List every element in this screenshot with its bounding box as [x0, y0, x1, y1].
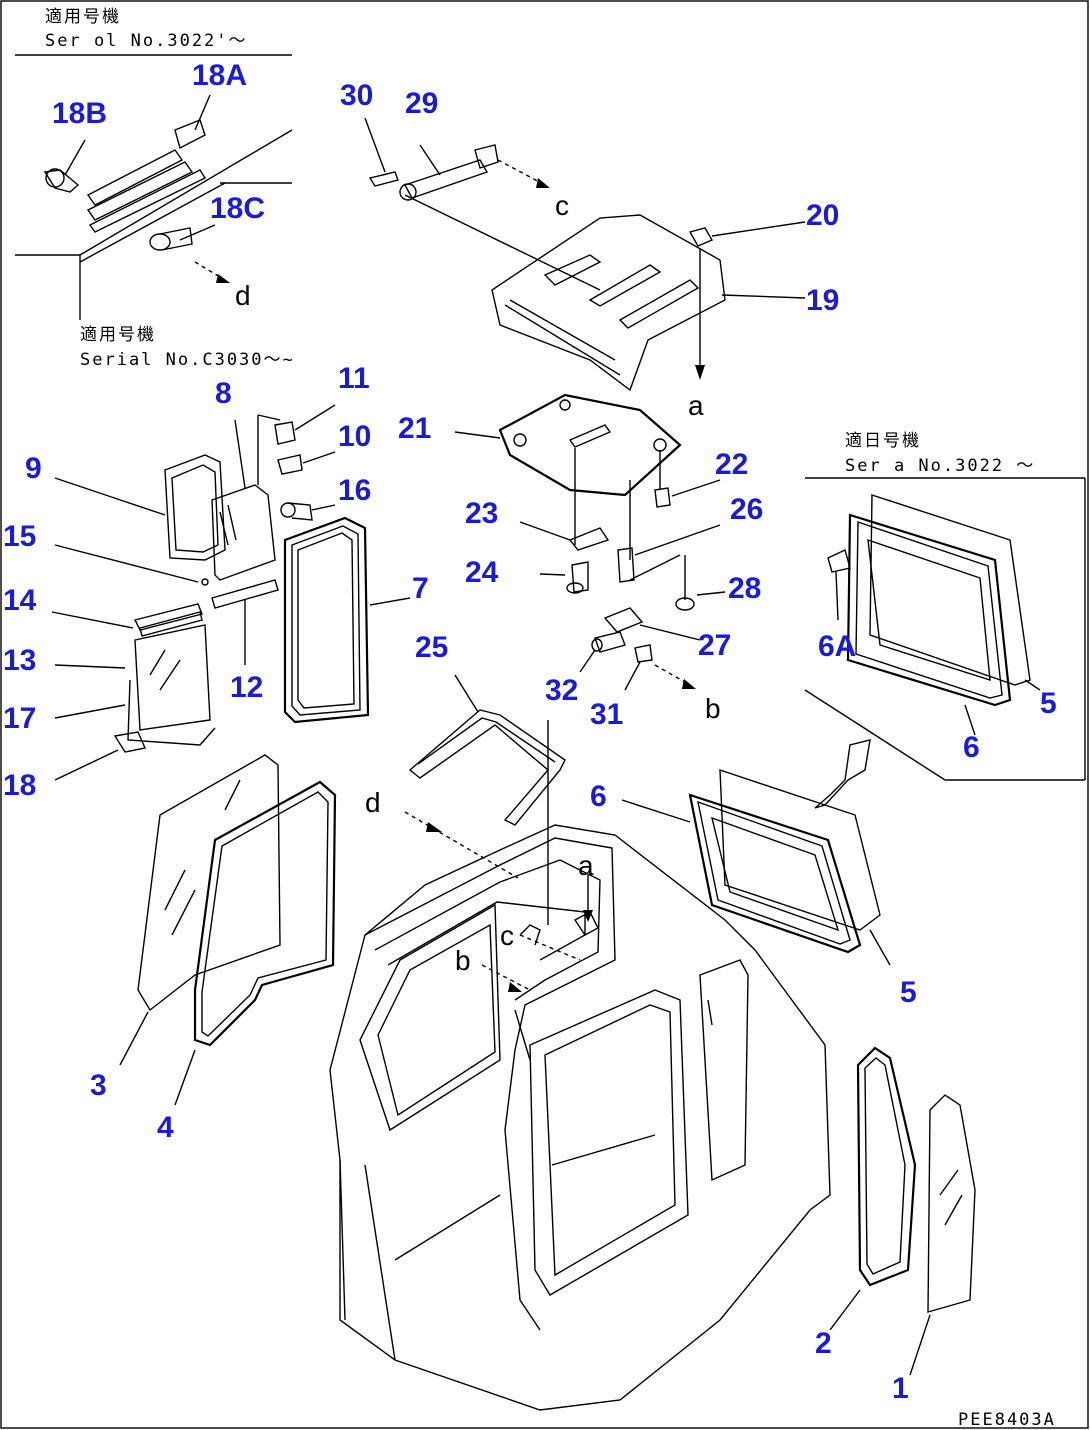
- label-23: 23: [465, 497, 498, 530]
- label-10: 10: [338, 420, 371, 453]
- inset-top-left: [15, 54, 293, 320]
- label-30: 30: [340, 79, 373, 112]
- rear-seal: [408, 674, 566, 925]
- label-28: 28: [728, 572, 761, 605]
- caption-serial-top-left: Ser ol No.3022'〜: [45, 31, 248, 51]
- ref-c-cab: c: [500, 920, 514, 951]
- inset-right: [804, 477, 1086, 781]
- label-8: 8: [215, 377, 232, 410]
- ref-a-cab: a: [578, 850, 594, 881]
- caption-serial-mid-left: Serial No.C3030〜~: [80, 350, 295, 370]
- label-4: 4: [157, 1111, 174, 1144]
- caption-serial-right-jp: 適日号機: [845, 431, 921, 451]
- left-window-parts: [51, 404, 411, 781]
- label-21: 21: [398, 412, 431, 445]
- ref-a-top: a: [688, 390, 704, 421]
- label-18B: 18B: [52, 97, 107, 130]
- label-6: 6: [590, 780, 607, 813]
- label-13: 13: [3, 644, 36, 677]
- cab-body: [329, 811, 831, 1411]
- label-1: 1: [892, 1372, 909, 1405]
- label-20: 20: [806, 199, 839, 232]
- label-6A: 6A: [818, 630, 856, 663]
- bracket-assembly: [454, 393, 726, 691]
- label-24: 24: [465, 556, 499, 589]
- label-16: 16: [338, 474, 371, 507]
- label-6-inset: 6: [963, 731, 980, 764]
- door-glass-parts: [829, 1046, 976, 1376]
- label-12: 12: [230, 671, 263, 704]
- drawing-code: PEE8403A: [958, 1410, 1056, 1430]
- label-29: 29: [405, 87, 438, 120]
- roof-cover-assembly: [364, 117, 806, 392]
- ref-d-inset: d: [235, 280, 251, 311]
- label-9: 9: [25, 452, 42, 485]
- label-14: 14: [3, 584, 37, 617]
- caption-serial-right: Ser a No.3022 〜: [845, 456, 1035, 476]
- label-18: 18: [3, 769, 36, 802]
- ref-b-cab: b: [455, 945, 471, 976]
- label-11: 11: [338, 362, 370, 395]
- side-window-parts: [621, 739, 891, 966]
- ref-d-cab: d: [365, 787, 381, 818]
- ref-b-top: b: [705, 693, 721, 724]
- label-22: 22: [715, 448, 748, 481]
- label-32: 32: [545, 674, 578, 707]
- label-25: 25: [415, 631, 448, 664]
- caption-serial-top-left-jp: 適用号機: [45, 7, 121, 27]
- caption-serial-mid-left-jp: 適用号機: [80, 325, 156, 345]
- label-26: 26: [730, 493, 763, 526]
- front-glass-parts: [119, 754, 337, 1106]
- label-5: 5: [900, 976, 917, 1009]
- label-27: 27: [698, 629, 731, 662]
- label-31: 31: [590, 698, 623, 731]
- label-19: 19: [806, 284, 839, 317]
- label-18A: 18A: [192, 59, 247, 92]
- label-5-inset: 5: [1040, 687, 1057, 720]
- label-7: 7: [412, 572, 429, 605]
- label-2: 2: [815, 1327, 832, 1360]
- label-17: 17: [3, 702, 36, 735]
- label-15: 15: [3, 520, 36, 553]
- label-3: 3: [90, 1069, 107, 1102]
- label-18C: 18C: [210, 192, 265, 225]
- ref-c-top: c: [555, 190, 569, 221]
